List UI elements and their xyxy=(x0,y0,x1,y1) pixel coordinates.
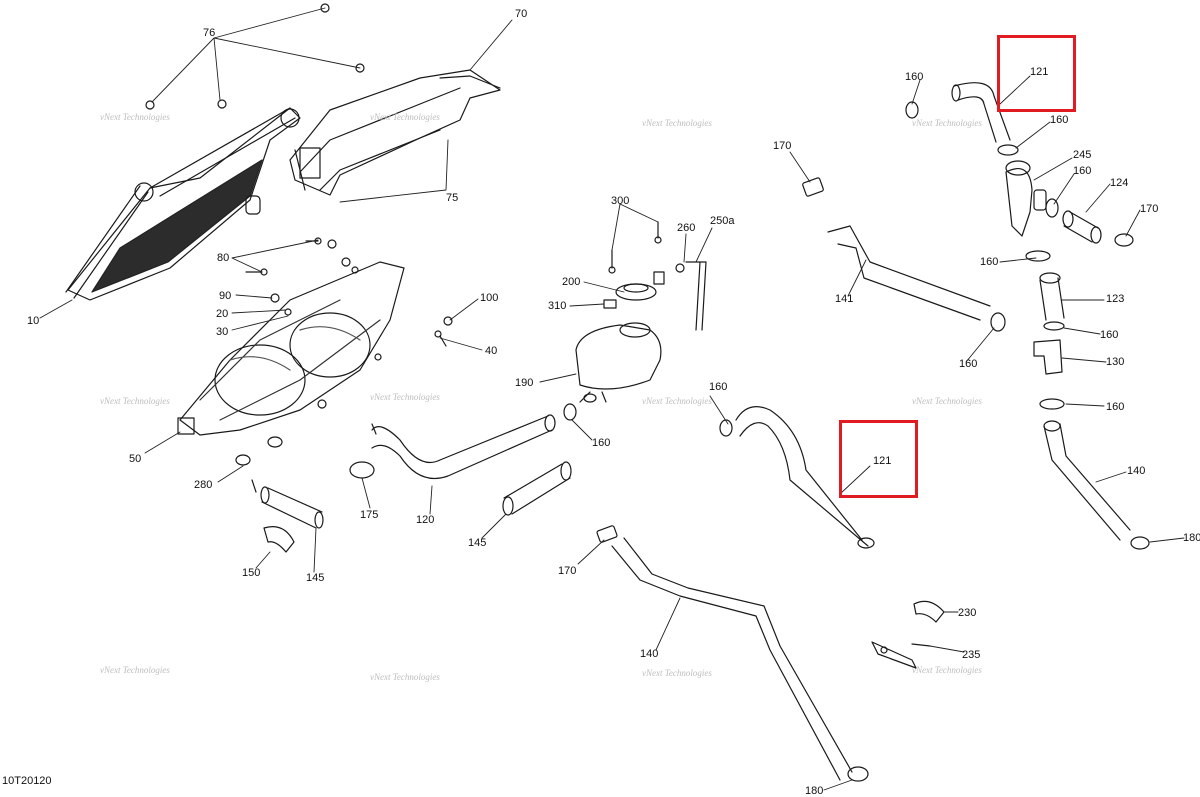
hose-120-part xyxy=(371,414,556,480)
callout-140: 140 xyxy=(1127,465,1146,477)
clamp-180-part xyxy=(847,536,1150,782)
callout-75: 75 xyxy=(446,192,459,204)
callout-160: 160 xyxy=(980,256,999,268)
callout-200: 200 xyxy=(562,276,581,288)
fan-assembly-part xyxy=(177,261,405,436)
thermostat-housing-part xyxy=(1005,160,1047,237)
expansion-tank-part xyxy=(575,322,662,403)
callout-170: 170 xyxy=(773,140,792,152)
clamp-160-part xyxy=(563,312,1006,437)
hardware-left-part xyxy=(235,237,453,493)
hose-123-part xyxy=(1025,250,1065,331)
hose-140-right-part xyxy=(1039,398,1131,541)
callout-141: 141 xyxy=(835,293,854,305)
callout-190: 190 xyxy=(515,377,534,389)
callout-20: 20 xyxy=(216,308,229,320)
callout-160: 160 xyxy=(709,381,728,393)
hose-121-mid-part xyxy=(735,406,875,549)
callout-100: 100 xyxy=(480,292,499,304)
callout-50: 50 xyxy=(129,453,142,465)
callout-124: 124 xyxy=(1110,177,1129,189)
callout-160: 160 xyxy=(592,437,611,449)
highlight-box-121-mid xyxy=(839,420,918,498)
callout-160: 160 xyxy=(1100,329,1119,341)
callout-145: 145 xyxy=(468,537,487,549)
radiator-part xyxy=(65,107,301,301)
callout-150: 150 xyxy=(242,567,261,579)
callout-123: 123 xyxy=(1106,293,1125,305)
callout-170: 170 xyxy=(1140,203,1159,215)
callout-175: 175 xyxy=(360,509,379,521)
callout-121: 121 xyxy=(1030,66,1049,78)
bracket-230-part xyxy=(913,600,945,623)
bracket-235-part xyxy=(871,641,931,669)
callout-180: 180 xyxy=(1183,532,1200,544)
hose-141-part xyxy=(827,225,991,321)
callout-10: 10 xyxy=(27,315,40,327)
callout-121: 121 xyxy=(873,455,892,467)
hose-145-mid-part xyxy=(502,461,572,516)
hose-145-left-part xyxy=(260,486,324,529)
fitting-130-part xyxy=(1033,339,1063,375)
callout-160: 160 xyxy=(905,71,924,83)
hardware-tank-part xyxy=(603,221,707,331)
callout-180: 180 xyxy=(805,785,824,797)
callout-260: 260 xyxy=(677,222,696,234)
callout-300: 300 xyxy=(611,195,630,207)
fastener-76-part xyxy=(145,3,365,110)
clamp-150-part xyxy=(263,526,295,553)
leader-lines xyxy=(39,7,1185,791)
callout-40: 40 xyxy=(485,345,498,357)
callout-80: 80 xyxy=(217,252,230,264)
clip-170-part xyxy=(596,177,824,543)
callout-90: 90 xyxy=(219,290,232,302)
callout-280: 280 xyxy=(194,479,213,491)
callout-160: 160 xyxy=(1050,114,1069,126)
callout-130: 130 xyxy=(1106,356,1125,368)
callout-140: 140 xyxy=(640,648,659,660)
callout-160: 160 xyxy=(1106,401,1125,413)
callout-160: 160 xyxy=(1073,165,1092,177)
callout-120: 120 xyxy=(416,514,435,526)
callout-160: 160 xyxy=(959,358,978,370)
callout-310: 310 xyxy=(548,300,567,312)
callout-170: 170 xyxy=(558,565,577,577)
callout-76: 76 xyxy=(203,27,216,39)
callout-245: 245 xyxy=(1073,149,1092,161)
hose-140-mid-part xyxy=(611,537,853,781)
cap-200-part xyxy=(615,283,657,301)
callout-250a: 250a xyxy=(710,215,735,227)
highlight-box-121-top xyxy=(997,35,1076,112)
callout-145: 145 xyxy=(306,572,325,584)
hose-124-part xyxy=(1045,198,1134,247)
shroud-bracket-part xyxy=(289,69,501,196)
diagram-code: 10T20120 xyxy=(2,775,52,787)
clamp-175-part xyxy=(349,423,377,479)
hose-121-top-part xyxy=(905,82,1019,156)
callout-70: 70 xyxy=(515,8,528,20)
callout-230: 230 xyxy=(958,607,977,619)
callout-30: 30 xyxy=(216,326,229,338)
callout-235: 235 xyxy=(962,649,981,661)
